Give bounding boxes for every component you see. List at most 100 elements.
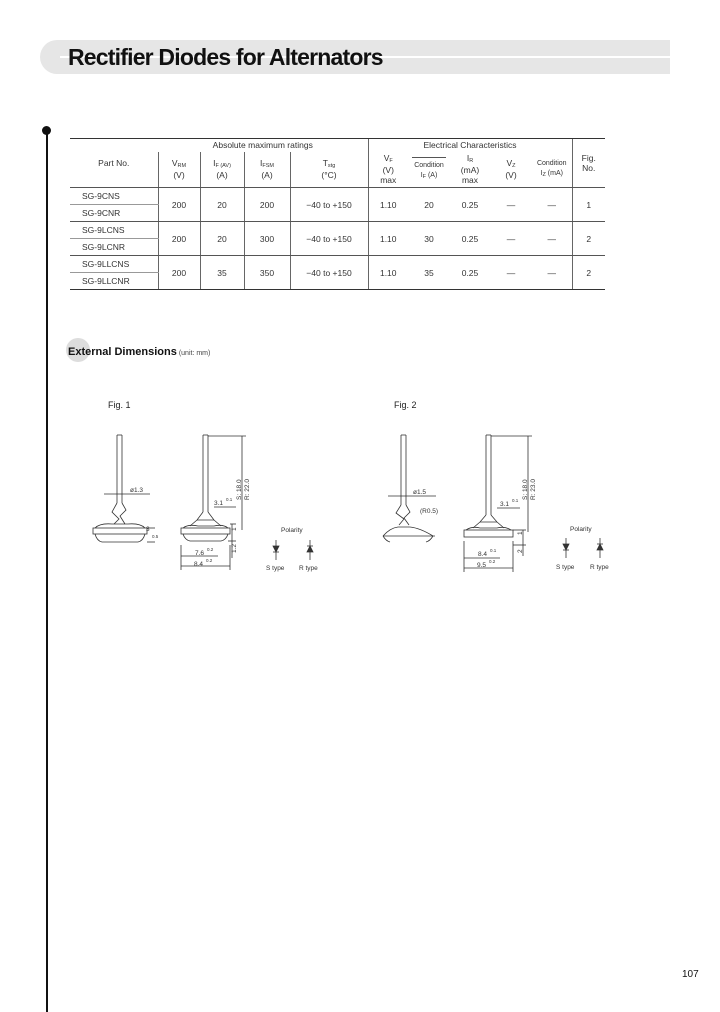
fig2-dim-31: 3.1: [500, 501, 509, 508]
fig2-dim-31-tol: 0.1: [512, 498, 519, 503]
page-title: Rectifier Diodes for Alternators: [68, 44, 384, 70]
fig1-dim-3: 3: [146, 526, 150, 533]
ir-cell: 0.25: [450, 187, 490, 222]
fig1-r-type: R type: [299, 565, 318, 572]
section-marker: [66, 338, 90, 362]
part-no-header: Part No.: [70, 138, 158, 188]
if-cell: 20: [199, 187, 244, 222]
table-row: SG-9LCNS 200 20 300 −40 to +150 1.10 30 …: [70, 221, 605, 256]
vz-cell: —: [490, 221, 532, 256]
spec-table: Part No. Absolute maximum ratings Electr…: [70, 138, 605, 290]
table-row: SG-9CNR: [70, 204, 605, 222]
cond-iz-cell: —: [532, 187, 572, 222]
abs-max-header: Absolute maximum ratings: [158, 138, 368, 152]
table-row: SG-9LLCNS 200 35 350 −40 to +150 1.10 35…: [70, 255, 605, 290]
ifsm-cell: 300: [243, 221, 290, 256]
tstg-cell: −40 to +150: [289, 255, 368, 290]
page-number: 107: [682, 969, 699, 980]
fig2-r-type: R type: [590, 564, 609, 571]
vf-cell: 1.10: [367, 255, 408, 290]
fig2-dim-1: 1: [517, 531, 524, 535]
cond-iz-cell: —: [532, 221, 572, 256]
part-cell: SG-9LLCNS: [70, 255, 158, 273]
ir-header: IR(mA)max: [450, 151, 490, 188]
vz-header: VZ(V): [490, 151, 532, 188]
if-cell: 20: [199, 221, 244, 256]
if-cell: 35: [199, 255, 244, 290]
fig2-label: Fig. 2: [394, 400, 417, 410]
left-rule: [46, 132, 48, 1012]
fig2-dim-95: 9.5: [477, 562, 486, 569]
cond-if-header: Condition IF (A): [408, 151, 450, 188]
ir-cell: 0.25: [450, 255, 490, 290]
cond-if-cell: 20: [408, 187, 450, 222]
fig2-s-type: S type: [556, 564, 575, 571]
fig2-lead-dia: ø1.5: [413, 489, 426, 496]
fig1-dim-84-tol: 0.2: [206, 558, 213, 563]
cond-if-cell: 35: [408, 255, 450, 290]
fig-cell: 1: [571, 187, 605, 222]
fig2-dim-2: 2: [517, 549, 524, 553]
fig-cell: 2: [571, 221, 605, 256]
elec-char-header: Electrical Characteristics: [367, 138, 572, 152]
cond-if-cell: 30: [408, 221, 450, 256]
table-row: SG-9LCNR: [70, 238, 605, 256]
fig2-dim-r: R: 23.0: [530, 479, 537, 500]
fig1-dim-84: 8.4: [194, 561, 203, 568]
title-band: [40, 40, 670, 74]
fig1-dim-31: 3.1: [214, 500, 223, 507]
fig1-dim-31-tol: 0.1: [226, 497, 233, 502]
title-stripe: [60, 56, 670, 58]
tstg-cell: −40 to +150: [289, 221, 368, 256]
vz-cell: —: [490, 187, 532, 222]
fig-cell: 2: [571, 255, 605, 290]
fig-no-header: Fig.No.: [571, 138, 605, 188]
part-cell: SG-9LCNR: [70, 238, 158, 256]
section-title: External Dimensions(unit: mm): [68, 346, 211, 358]
vrm-cell: 200: [157, 255, 200, 290]
fig1-dim-r: R: 22.0: [244, 479, 251, 500]
ir-cell: 0.25: [450, 221, 490, 256]
vf-header: VF(V)max: [367, 151, 408, 188]
fig2-polarity: Polarity: [570, 526, 592, 533]
tstg-header: Tstg(°C): [289, 151, 368, 188]
part-cell: SG-9LLCNR: [70, 272, 158, 290]
vz-cell: —: [490, 255, 532, 290]
if-header: IF (AV)(A): [199, 151, 244, 188]
cond-iz-cell: —: [532, 255, 572, 290]
fig2-drawing: [382, 434, 604, 572]
vrm-cell: 200: [157, 221, 200, 256]
part-cell: SG-9LCNS: [70, 221, 158, 239]
left-rule-dot: [42, 126, 51, 135]
vrm-cell: 200: [157, 187, 200, 222]
part-cell: SG-9CNS: [70, 187, 158, 205]
ifsm-cell: 200: [243, 187, 290, 222]
fig2-dim-s: S: 18.0: [522, 479, 529, 500]
fig1-dim-76: 7.6: [195, 550, 204, 557]
fig1-dim-3-tol: 0.5: [152, 534, 159, 539]
fig1-lead-dia: ø1.3: [130, 487, 143, 494]
table-row: SG-9CNS 200 20 200 −40 to +150 1.10 20 0…: [70, 187, 605, 222]
fig2-dim-84-tol: 0.1: [490, 548, 497, 553]
vf-cell: 1.10: [367, 187, 408, 222]
fig1-dim-1: 1: [231, 527, 238, 531]
fig2-dim-84: 8.4: [478, 551, 487, 558]
fig2-dim-95-tol: 0.2: [489, 559, 496, 564]
table-row: SG-9LLCNR: [70, 272, 605, 290]
tstg-cell: −40 to +150: [289, 187, 368, 222]
fig1-dim-12: 1.2: [231, 544, 238, 553]
fig1-dim-s: S: 18.0: [236, 479, 243, 500]
vrm-header: VRM(V): [157, 151, 200, 188]
fig2-r05: (R0.5): [420, 508, 438, 515]
fig1-polarity: Polarity: [281, 527, 303, 534]
part-cell: SG-9CNR: [70, 204, 158, 222]
ifsm-cell: 350: [243, 255, 290, 290]
vf-cell: 1.10: [367, 221, 408, 256]
ifsm-header: IFSM(A): [243, 151, 290, 188]
fig1-s-type: S type: [266, 565, 285, 572]
fig1-dim-76-tol: 0.2: [207, 547, 214, 552]
fig1-label: Fig. 1: [108, 400, 131, 410]
fig1-drawing: [92, 434, 314, 570]
